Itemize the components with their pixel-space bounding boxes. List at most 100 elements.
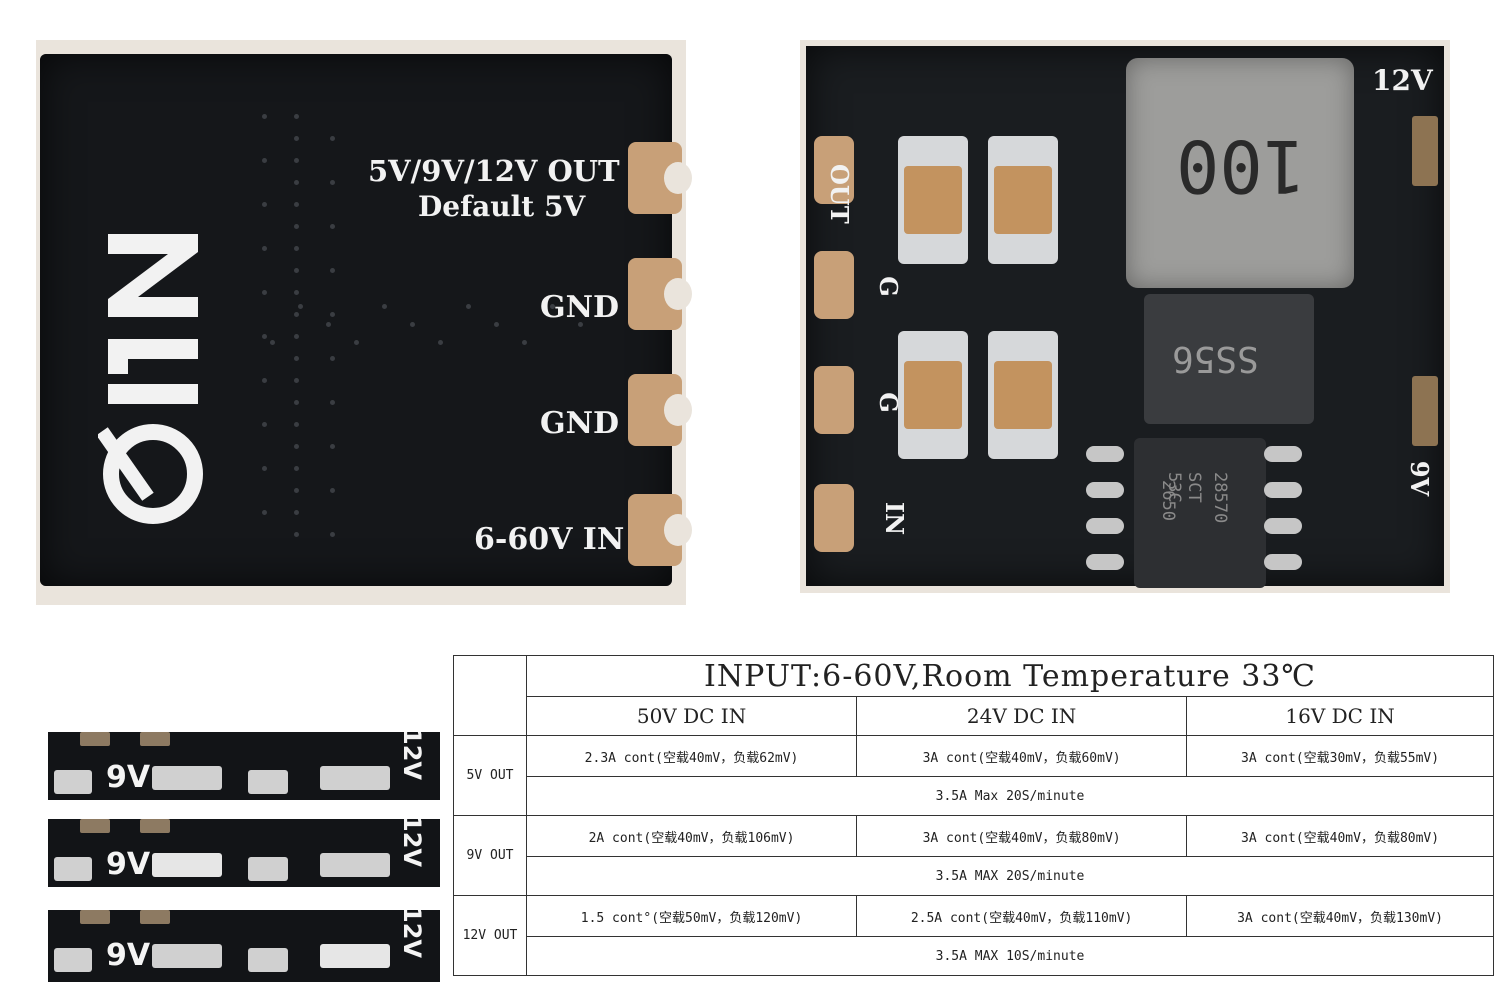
diode-ss56: SS56 (1144, 294, 1314, 424)
diode-marking: SS56 (1172, 338, 1259, 379)
jumper-pad-12v (1412, 116, 1438, 186)
via (330, 136, 335, 141)
jumper-strip-12v: 9V 12V (48, 910, 440, 982)
back-label-default: Default 5V (418, 190, 586, 223)
regulator-ic: 2650 SCT 53C 28570 (1134, 438, 1266, 588)
table-cell: 3A cont(空载40mV，负载130mV) (1186, 895, 1494, 937)
via (294, 422, 299, 427)
via (294, 180, 299, 185)
spec-table: INPUT:6-60V,Room Temperature 33℃ 50V DC … (453, 655, 1494, 976)
via (354, 340, 359, 345)
via (330, 224, 335, 229)
ic-marking-2: SCT 53C (1164, 472, 1204, 503)
via (262, 510, 267, 515)
via (294, 312, 299, 317)
via (294, 202, 299, 207)
header-24v: 24V DC IN (856, 696, 1188, 736)
inductor-marking: 100 (1176, 124, 1307, 208)
via (270, 340, 275, 345)
via (262, 466, 267, 471)
via (294, 224, 299, 229)
jumper-strip-5v: 9V 12V (48, 732, 440, 800)
via (262, 422, 267, 427)
via (294, 334, 299, 339)
via (294, 356, 299, 361)
header-50v: 50V DC IN (525, 696, 858, 736)
via (262, 334, 267, 339)
board-front-photo: OUT G G IN 100 SS56 2650 SCT 53C 28570 1… (800, 40, 1450, 593)
via (330, 356, 335, 361)
table-cell: 2A cont(空载40mV，负载106mV) (525, 815, 858, 857)
via (294, 400, 299, 405)
via (330, 268, 335, 273)
table-title: INPUT:6-60V,Room Temperature 33℃ (526, 655, 1494, 697)
via (262, 114, 267, 119)
front-label-9v: 9V (1405, 460, 1435, 497)
via (294, 158, 299, 163)
via (330, 488, 335, 493)
via (550, 304, 555, 309)
front-pad-g1 (814, 251, 854, 319)
strip-label-12v: 12V (398, 732, 427, 780)
via (294, 136, 299, 141)
pcb-back: 5V/9V/12V OUT Default 5V GND GND 6-60V I… (40, 54, 692, 586)
strip-label-12v: 12V (398, 819, 427, 867)
pad-gnd-2 (628, 374, 692, 446)
via (330, 400, 335, 405)
pad-gnd-1 (628, 258, 692, 330)
via (298, 304, 303, 309)
via (294, 532, 299, 537)
front-pad-g2 (814, 366, 854, 434)
table-cell: 2.5A cont(空载40mV，负载110mV) (856, 895, 1188, 937)
via (294, 290, 299, 295)
table-cell: 3A cont(空载30mV，负载55mV) (1186, 735, 1494, 777)
via (262, 378, 267, 383)
via (578, 322, 583, 327)
table-corner (453, 655, 527, 736)
back-label-gnd-2: GND (540, 406, 620, 441)
pcb-front: OUT G G IN 100 SS56 2650 SCT 53C 28570 1… (806, 46, 1444, 588)
table-cell: 3A cont(空载40mV，负载80mV) (1186, 815, 1494, 857)
inductor: 100 (1126, 58, 1354, 288)
via (294, 378, 299, 383)
front-pad-out (814, 136, 854, 204)
row-label-9v-out: 9V OUT (453, 815, 527, 896)
via (326, 322, 331, 327)
back-label-out: 5V/9V/12V OUT (368, 154, 620, 188)
via (262, 158, 267, 163)
via (330, 312, 335, 317)
via (294, 246, 299, 251)
via (330, 532, 335, 537)
via (294, 268, 299, 273)
row-max-12v: 3.5A MAX 10S/minute (526, 936, 1494, 976)
via (382, 304, 387, 309)
front-label-in: IN (880, 501, 910, 536)
front-pad-in (814, 484, 854, 552)
front-label-g1: G (873, 276, 903, 297)
jumper-strip-9v: 9V 12V (48, 819, 440, 887)
via (294, 114, 299, 119)
table-cell: 3A cont(空载40mV，负载80mV) (856, 815, 1188, 857)
via (262, 202, 267, 207)
qitn-logo (98, 234, 203, 524)
capacitor-3 (898, 331, 968, 459)
ic-marking-3: 28570 (1210, 472, 1230, 524)
row-max-9v: 3.5A MAX 20S/minute (526, 856, 1494, 896)
strip-label-9v: 9V (106, 760, 151, 795)
via (294, 444, 299, 449)
capacitor-4 (988, 331, 1058, 459)
via (330, 180, 335, 185)
via (410, 322, 415, 327)
table-cell: 3A cont(空载40mV，负载60mV) (856, 735, 1188, 777)
via (330, 444, 335, 449)
row-label-12v-out: 12V OUT (453, 895, 527, 976)
back-label-in: 6-60V IN (474, 522, 625, 557)
board-back-photo: 5V/9V/12V OUT Default 5V GND GND 6-60V I… (36, 40, 692, 605)
table-cell: 2.3A cont(空载40mV，负载62mV) (525, 735, 858, 777)
via (294, 488, 299, 493)
table-cell: 1.5 cont°(空载50mV，负载120mV) (525, 895, 858, 937)
via (494, 322, 499, 327)
strip-label-9v: 9V (106, 938, 151, 973)
front-label-out: OUT (825, 164, 854, 224)
strip-label-9v: 9V (106, 847, 151, 882)
